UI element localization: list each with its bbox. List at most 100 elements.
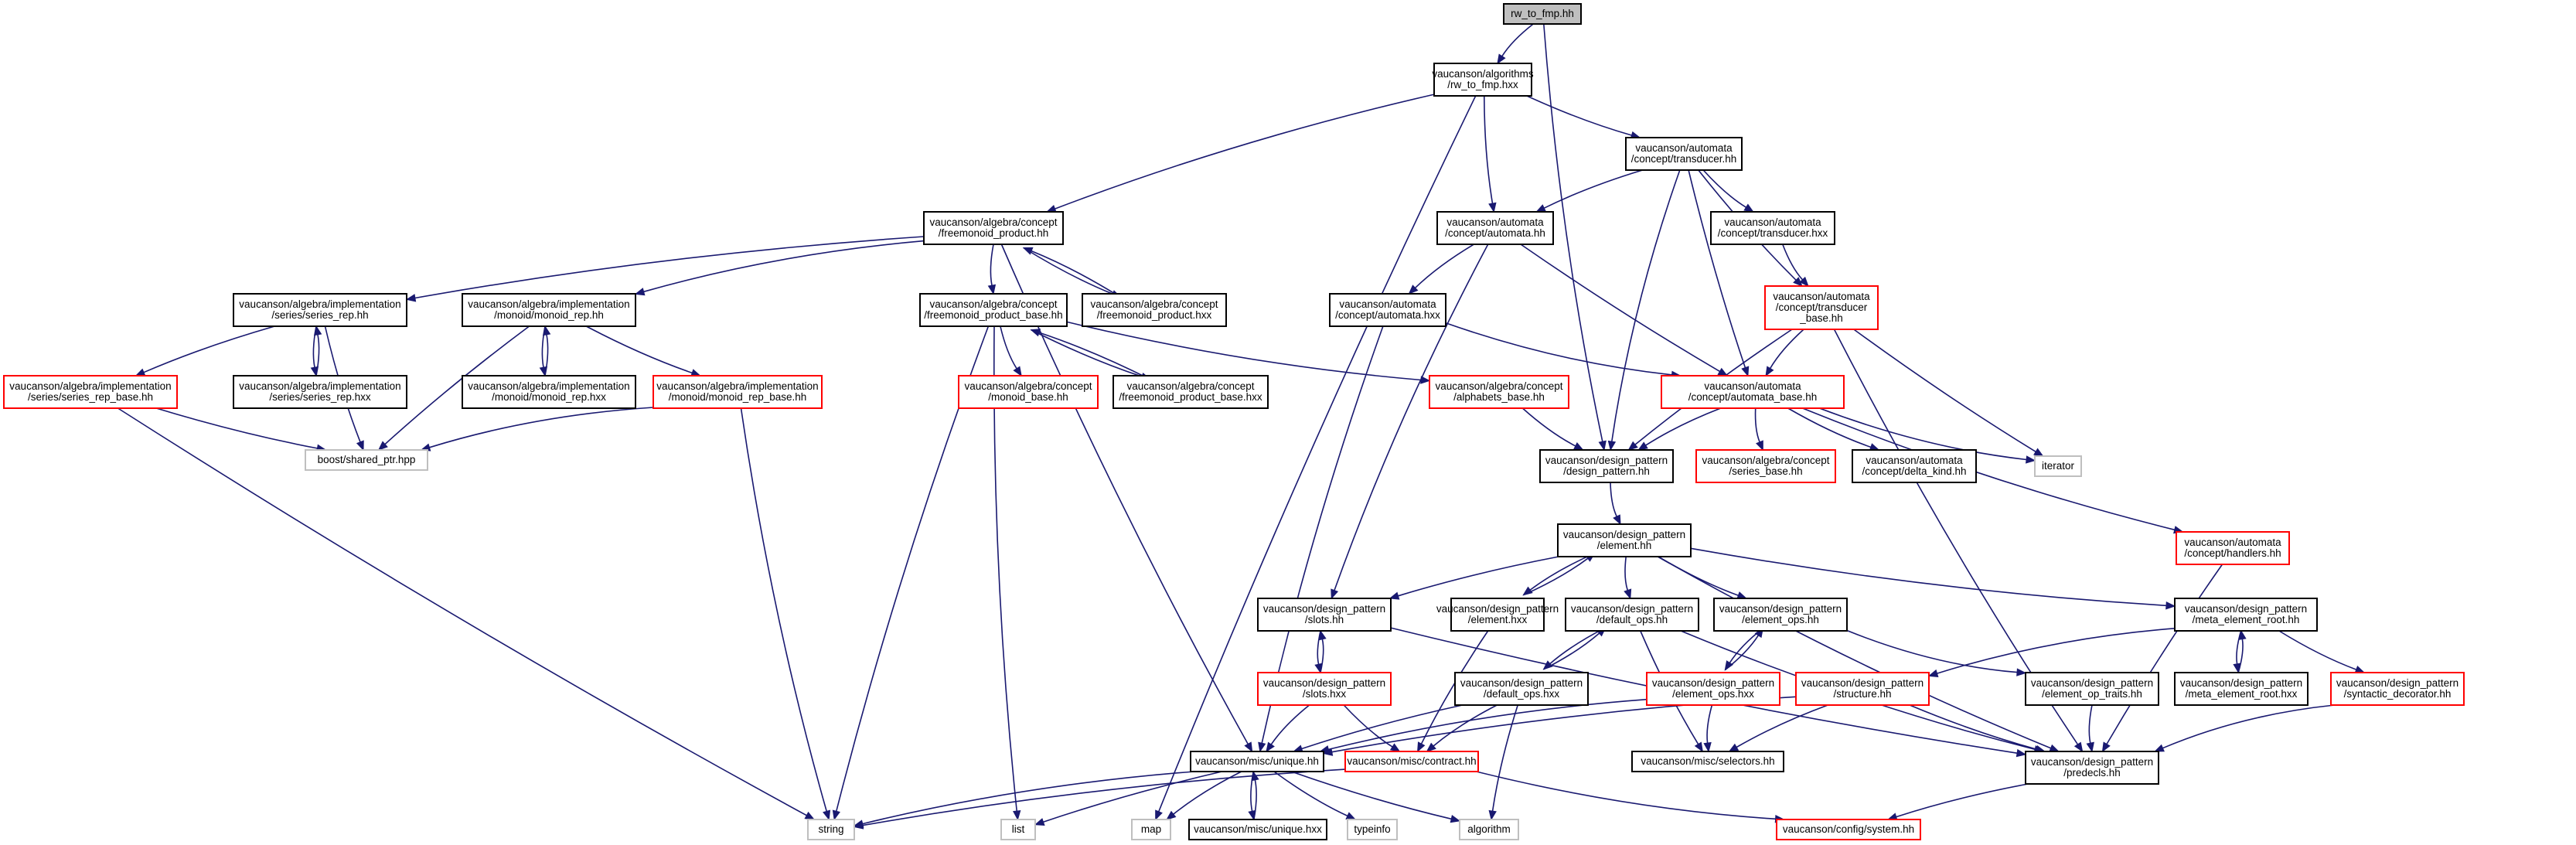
- node-element_hxx[interactable]: vaucanson/design_pattern/element.hxx: [1436, 598, 1559, 632]
- node-box: [2174, 598, 2318, 632]
- edge-arrowhead: [2154, 744, 2165, 752]
- node-freemonoid_product_base_hxx[interactable]: vaucanson/algebra/concept/freemonoid_pro…: [1113, 375, 1269, 409]
- node-transducer_base_hh[interactable]: vaucanson/automata/concept/transducer_ba…: [1764, 285, 1879, 330]
- node-element_ops_hxx[interactable]: vaucanson/design_pattern/element_ops.hxx: [1646, 672, 1780, 706]
- node-design_pattern_hh[interactable]: vaucanson/design_pattern/design_pattern.…: [1539, 449, 1674, 483]
- edge-arrowhead: [1013, 366, 1022, 377]
- node-freemonoid_product_base_hh[interactable]: vaucanson/algebra/concept/freemonoid_pro…: [919, 293, 1068, 327]
- node-handlers_hh[interactable]: vaucanson/automata/concept/handlers.hh: [2176, 531, 2290, 565]
- edge-arrowhead: [1266, 741, 1275, 753]
- node-label-line: /series_base.hh: [1729, 465, 1802, 477]
- edge-monoid_rep_hh-to-monoid_rep_base_hh: [585, 325, 693, 374]
- node-label-line: /default_ops.hxx: [1484, 688, 1560, 700]
- node-label-line: vaucanson/design_pattern: [1436, 603, 1559, 615]
- edge-arrowhead: [1408, 285, 1419, 295]
- node-default_ops_hh[interactable]: vaucanson/design_pattern/default_ops.hh: [1565, 598, 1699, 632]
- node-series_base_hh[interactable]: vaucanson/algebra/concept/series_base.hh: [1695, 449, 1836, 483]
- node-syntactic_decorator_hh[interactable]: vaucanson/design_pattern/syntactic_decor…: [2330, 672, 2465, 706]
- edge-arrowhead: [2073, 741, 2084, 753]
- node-label-line: vaucanson/automata: [1866, 455, 1963, 466]
- edge-arrowhead: [853, 821, 864, 830]
- edge-transducer_hh-to-automata_base_hh: [1688, 169, 1746, 368]
- node-automata_hxx[interactable]: vaucanson/automata/concept/automata.hxx: [1329, 293, 1446, 327]
- edge-series_rep_hh-to-series_rep_base_hh: [143, 325, 275, 373]
- node-delta_kind_hh[interactable]: vaucanson/automata/concept/delta_kind.hh: [1852, 449, 1977, 483]
- node-list: list: [1000, 819, 1036, 840]
- node-automata_base_hh[interactable]: vaucanson/automata/concept/automata_base…: [1661, 375, 1845, 409]
- node-box: [462, 293, 636, 327]
- node-monoid_rep_hh[interactable]: vaucanson/algebra/implementation/monoid/…: [462, 293, 636, 327]
- node-box: [2176, 531, 2290, 565]
- node-label-line: vaucanson/design_pattern: [2180, 677, 2302, 689]
- node-slots_hxx[interactable]: vaucanson/design_pattern/slots.hxx: [1257, 672, 1392, 706]
- node-label-line: vaucanson/design_pattern: [2031, 677, 2153, 689]
- node-label-line: typeinfo: [1354, 823, 1390, 835]
- node-label-line: vaucanson/automata: [1635, 142, 1733, 154]
- edge-arrowhead: [2238, 629, 2247, 640]
- node-label-line: /concept/handlers.hh: [2184, 547, 2281, 559]
- node-element_ops_hh[interactable]: vaucanson/design_pattern/element_ops.hh: [1713, 598, 1848, 632]
- node-default_ops_hxx[interactable]: vaucanson/design_pattern/default_ops.hxx: [1454, 672, 1589, 706]
- edge-arrowhead: [1389, 743, 1401, 752]
- edge-transducer_hxx-to-transducer_base_hh: [1782, 244, 1804, 281]
- edge-automata_base_hh-to-handlers_hh: [1802, 407, 2175, 531]
- edge-element_hh-to-element_hxx: [1529, 552, 1595, 591]
- node-freemonoid_product_hxx[interactable]: vaucanson/algebra/concept/freemonoid_pro…: [1082, 293, 1227, 327]
- node-freemonoid_product_hh[interactable]: vaucanson/algebra/concept/freemonoid_pro…: [923, 211, 1064, 245]
- node-series_rep_hh[interactable]: vaucanson/algebra/implementation/series/…: [233, 293, 407, 327]
- node-structure_hh[interactable]: vaucanson/design_pattern/structure.hh: [1795, 672, 1930, 706]
- node-element_hh[interactable]: vaucanson/design_pattern/element.hh: [1557, 523, 1692, 557]
- edge-arrowhead: [1694, 741, 1703, 753]
- edge-syntactic_decorator_hh-to-predecls_hh: [2162, 704, 2335, 749]
- node-label-line: vaucanson/automata: [1704, 380, 1801, 392]
- node-rw_to_fmp_hh[interactable]: rw_to_fmp.hh: [1503, 3, 1582, 25]
- node-meta_element_root_hxx[interactable]: vaucanson/design_pattern/meta_element_ro…: [2174, 672, 2309, 706]
- node-contract_hh[interactable]: vaucanson/misc/contract.hh: [1344, 751, 1479, 772]
- node-box: [1557, 523, 1692, 557]
- node-meta_element_root_hh[interactable]: vaucanson/design_pattern/meta_element_ro…: [2174, 598, 2318, 632]
- node-automata_hh[interactable]: vaucanson/automata/concept/automata.hh: [1436, 211, 1554, 245]
- node-unique_hh[interactable]: vaucanson/misc/unique.hh: [1190, 751, 1324, 772]
- edge-handlers_hh-to-predecls_hh: [2106, 564, 2223, 744]
- edge-arrowhead: [356, 440, 364, 451]
- edge-freemonoid_product_base_hxx-to-freemonoid_product_base_hh: [1038, 332, 1150, 380]
- edge-arrowhead: [1497, 53, 1506, 65]
- node-selectors_hh[interactable]: vaucanson/misc/selectors.hh: [1631, 751, 1784, 772]
- node-label-line: vaucanson/design_pattern: [2336, 677, 2458, 689]
- node-predecls_hh[interactable]: vaucanson/design_pattern/predecls.hh: [2025, 751, 2159, 785]
- node-alphabets_base_hh[interactable]: vaucanson/algebra/concept/alphabets_base…: [1429, 375, 1569, 409]
- node-unique_hxx[interactable]: vaucanson/misc/unique.hxx: [1188, 819, 1327, 840]
- node-series_rep_base_hh[interactable]: vaucanson/algebra/implementation/series/…: [3, 375, 178, 409]
- node-iterator: iterator: [2034, 455, 2082, 477]
- node-shared_ptr_hpp: boost/shared_ptr.hpp: [305, 449, 428, 471]
- node-box: [2025, 751, 2159, 785]
- edge-arrowhead: [1765, 366, 1774, 377]
- edge-arrowhead: [1166, 810, 1177, 820]
- node-series_rep_hxx[interactable]: vaucanson/algebra/implementation/series/…: [233, 375, 407, 409]
- edge-transducer_base_hh-to-iterator: [1853, 329, 2036, 452]
- node-monoid_rep_base_hh[interactable]: vaucanson/algebra/implementation/monoid/…: [653, 375, 823, 409]
- node-box: [1257, 598, 1392, 632]
- node-label-line: /series/series_rep.hxx: [269, 391, 371, 403]
- node-transducer_hxx[interactable]: vaucanson/automata/concept/transducer.hx…: [1710, 211, 1835, 245]
- node-box: [1082, 293, 1227, 327]
- node-rw_to_fmp_hxx[interactable]: vaucanson/algorithms/rw_to_fmp.hxx: [1432, 63, 1534, 97]
- edge-arrowhead: [804, 811, 816, 820]
- node-transducer_hh[interactable]: vaucanson/automata/concept/transducer.hh: [1625, 137, 1743, 171]
- node-box: [1450, 598, 1545, 632]
- edge-arrowhead: [2016, 668, 2027, 676]
- node-label-line: /element_ops.hxx: [1672, 688, 1754, 700]
- node-box: [1764, 285, 1879, 330]
- node-slots_hh[interactable]: vaucanson/design_pattern/slots.hh: [1257, 598, 1392, 632]
- node-label-line: /freemonoid_product_base.hh: [924, 309, 1062, 321]
- node-label-line: /concept/transducer.hxx: [1718, 227, 1828, 239]
- node-system_hh[interactable]: vaucanson/config/system.hh: [1776, 819, 1921, 840]
- edge-contract_hh-to-string: [862, 768, 1346, 826]
- node-monoid_base_hh[interactable]: vaucanson/algebra/concept/monoid_base.hh: [958, 375, 1099, 409]
- node-element_op_traits_hh[interactable]: vaucanson/design_pattern/element_op_trai…: [2025, 672, 2159, 706]
- node-box: [2330, 672, 2465, 706]
- edge-slots_hxx-to-unique_hh: [1270, 704, 1310, 745]
- node-monoid_rep_hxx[interactable]: vaucanson/algebra/implementation/monoid/…: [462, 375, 636, 409]
- edge-automata_base_hh-to-series_base_hh: [1754, 407, 1760, 443]
- node-label-line: /series/series_rep.hh: [271, 309, 368, 321]
